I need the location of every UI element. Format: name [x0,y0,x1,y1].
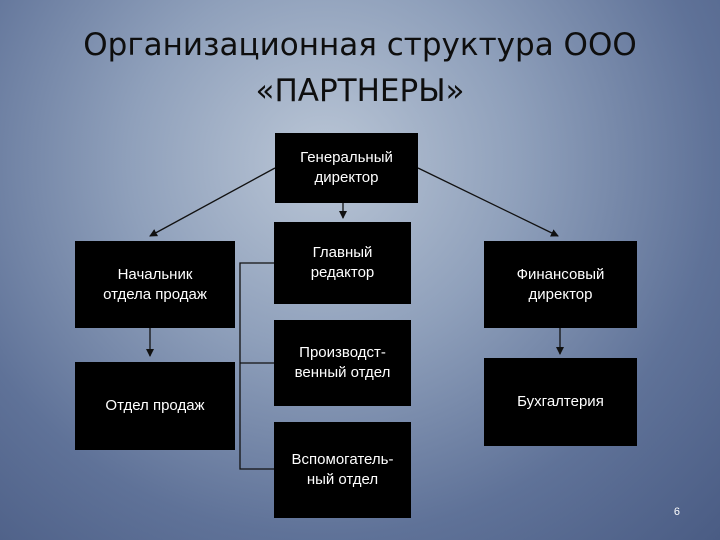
node-head-of-sales: Начальник отдела продаж [75,241,235,328]
node-financial-director: Финансовый директор [484,241,637,328]
title-line-2: «ПАРТНЕРЫ» [255,73,465,109]
node-auxiliary-dept: Вспомогатель- ный отдел [274,422,411,518]
bracket-editor-subunits [239,262,274,470]
arrow-gen-to-head-sales [149,167,276,237]
node-sales-dept: Отдел продаж [75,362,235,450]
slide-title: Организационная структура ООО «ПАРТНЕРЫ» [0,22,720,114]
node-chief-editor: Главный редактор [274,222,411,304]
arrow-gen-to-fin-director [417,167,559,237]
node-general-director: Генеральный директор [275,133,418,203]
page-number: 6 [673,506,680,518]
node-accounting: Бухгалтерия [484,358,637,446]
node-production-dept: Производст- венный отдел [274,320,411,406]
title-line-1: Организационная структура ООО [83,27,637,63]
